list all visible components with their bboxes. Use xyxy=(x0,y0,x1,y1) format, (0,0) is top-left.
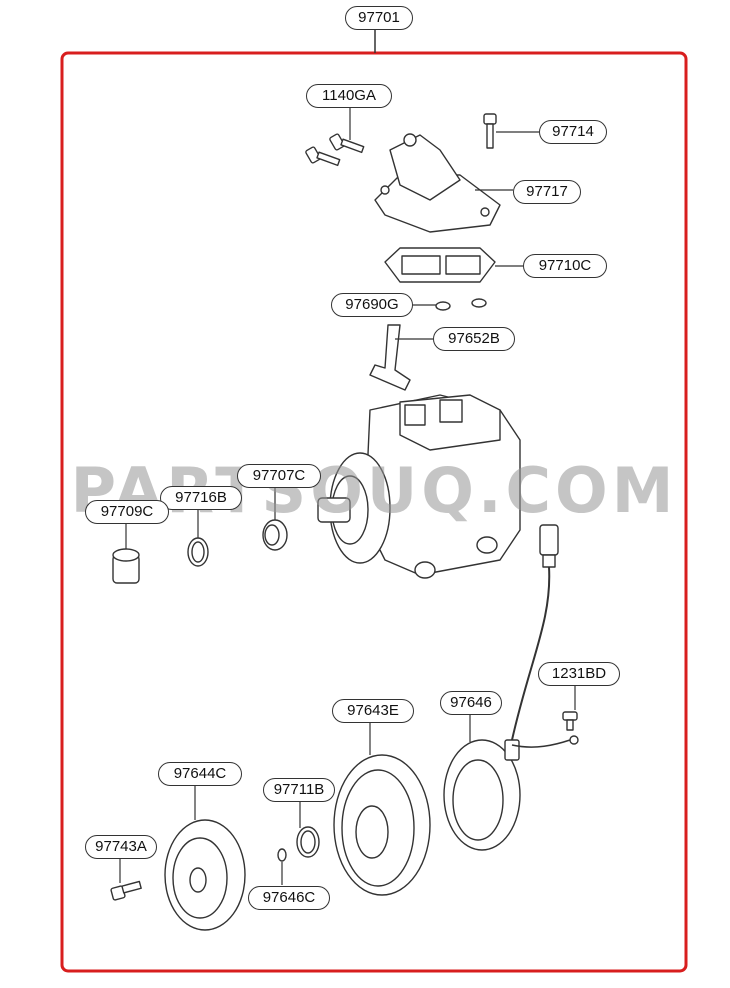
part-label-97717[interactable]: 97717 xyxy=(513,180,581,204)
part-label-97711b[interactable]: 97711B xyxy=(263,778,335,802)
part-label-97709c[interactable]: 97709C xyxy=(85,500,169,524)
gasket-97710c-icon[interactable] xyxy=(384,247,496,283)
ring-97716b-icon[interactable] xyxy=(187,537,209,567)
part-label-97644c[interactable]: 97644C xyxy=(158,762,242,786)
ring-97711b-icon[interactable] xyxy=(296,826,320,858)
seal-97707c-icon[interactable] xyxy=(262,519,288,551)
hub-97644c-icon[interactable] xyxy=(164,819,246,931)
bolt-97743a-icon[interactable] xyxy=(110,880,142,901)
shim-97646c-icon[interactable] xyxy=(277,848,287,862)
part-label-97707c[interactable]: 97707C xyxy=(237,464,321,488)
cover-97717-icon[interactable] xyxy=(374,133,501,233)
coil-97646-icon[interactable] xyxy=(443,739,521,851)
screw-1231bd-icon[interactable] xyxy=(562,711,578,731)
bolt-1140ga-icon[interactable] xyxy=(305,133,365,167)
sleeve-97709c-icon[interactable] xyxy=(112,548,140,584)
part-label-97714[interactable]: 97714 xyxy=(539,120,607,144)
bracket-97652b-icon[interactable] xyxy=(369,324,411,391)
part-label-1231bd[interactable]: 1231BD xyxy=(538,662,620,686)
part-label-97743a[interactable]: 97743A xyxy=(85,835,157,859)
o-ring-97690g-icon[interactable] xyxy=(435,298,487,311)
part-label-97652b[interactable]: 97652B xyxy=(433,327,515,351)
part-label-97710c[interactable]: 97710C xyxy=(523,254,607,278)
connector-icon xyxy=(539,524,559,568)
part-label-97716b[interactable]: 97716B xyxy=(160,486,242,510)
part-label-97646[interactable]: 97646 xyxy=(440,691,502,715)
assembly-frame xyxy=(60,51,688,973)
part-label-97690g[interactable]: 97690G xyxy=(331,293,413,317)
pulley-97643e-icon[interactable] xyxy=(333,754,431,896)
assembly-label[interactable]: 97701 xyxy=(345,6,413,30)
part-label-97646c[interactable]: 97646C xyxy=(248,886,330,910)
part-label-1140ga[interactable]: 1140GA xyxy=(306,84,392,108)
compressor-icon xyxy=(317,394,521,579)
bolt-97714-icon[interactable] xyxy=(483,113,497,149)
part-label-97643e[interactable]: 97643E xyxy=(332,699,414,723)
